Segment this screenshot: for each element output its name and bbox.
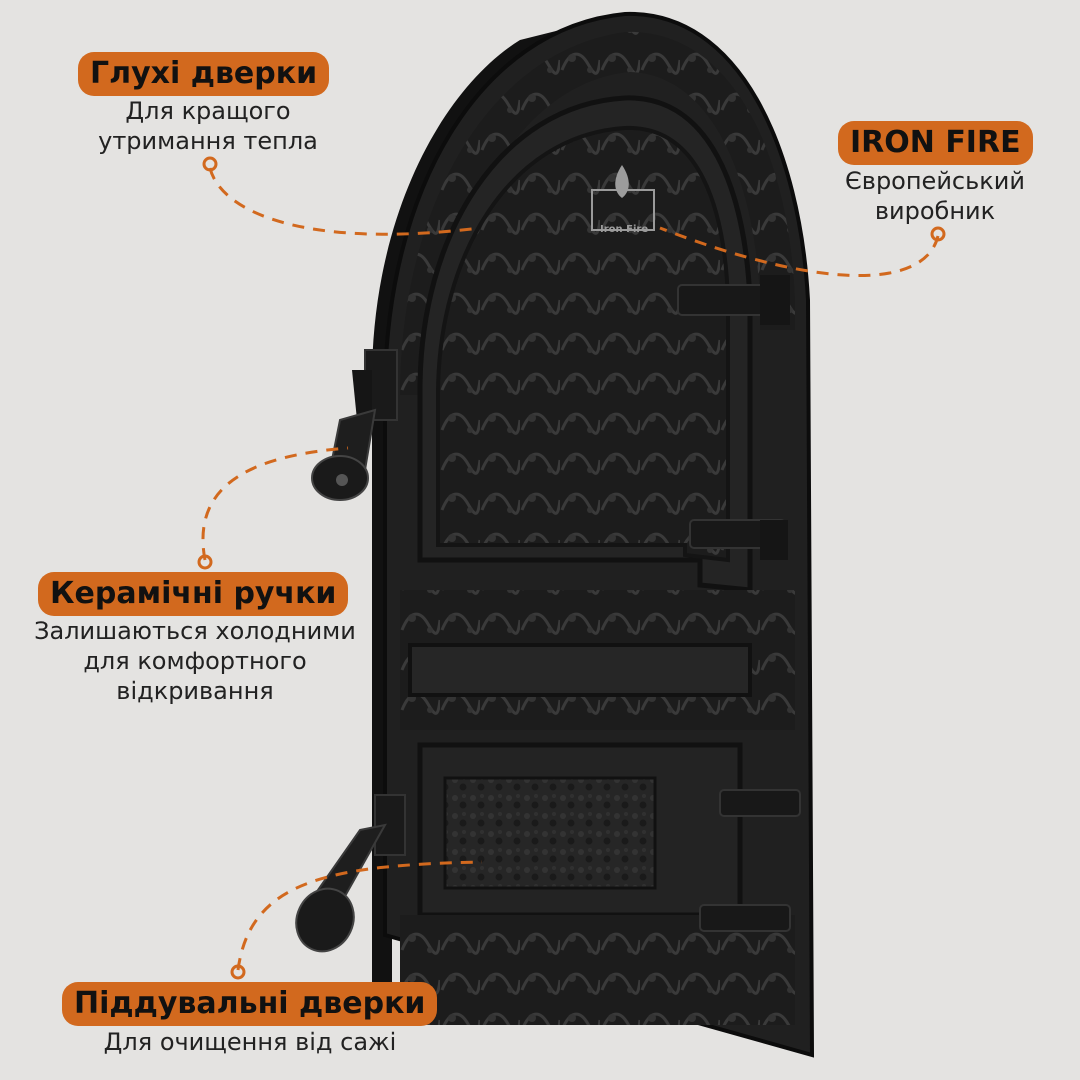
callout-desc-line: Європейський [845, 167, 1025, 195]
callout-desc-line: Для очищення від сажі [103, 1028, 397, 1056]
arch-ornament [400, 31, 795, 396]
callout-desc-line: для комфортного [83, 647, 307, 675]
callout-title-ash-door: Піддувальні дверки [62, 982, 438, 1026]
callout-dot-handles [197, 554, 213, 570]
callout-title-brand: IRON FIRE [838, 121, 1033, 165]
callout-dot-blind-door [202, 156, 218, 172]
hinges [677, 275, 801, 932]
callout-desc-brand: Європейський виробник [810, 166, 1060, 226]
logo-text: Iron Fire [600, 224, 648, 235]
callout-desc-line: Для кращого [125, 97, 291, 125]
callout-desc-line: виробник [874, 197, 996, 225]
callout-lines [201, 167, 940, 971]
callout-dot-ash-door [230, 964, 246, 980]
bottom-ornament [400, 915, 795, 1025]
callout-desc-handles: Залишаються холодними для комфортного ві… [0, 616, 390, 706]
callout-title-blind-door: Глухі дверки [78, 52, 330, 96]
callout-desc-line: утримання тепла [98, 127, 318, 155]
flame-icon [615, 165, 629, 198]
ash-door-texture [443, 776, 657, 890]
middle-bar [408, 643, 752, 697]
callout-desc-blind-door: Для кращого утримання тепла [58, 96, 358, 156]
callout-desc-ash-door: Для очищення від сажі [40, 1027, 460, 1057]
callout-desc-line: Залишаються холодними [34, 617, 356, 645]
lower-ceramic-handle [295, 794, 406, 953]
upper-door-inner [436, 125, 730, 563]
upper-ceramic-handle [311, 349, 398, 501]
callout-desc-line: відкривання [116, 677, 274, 705]
callout-title-handles: Керамічні ручки [38, 572, 349, 616]
callout-dot-brand [930, 226, 946, 242]
